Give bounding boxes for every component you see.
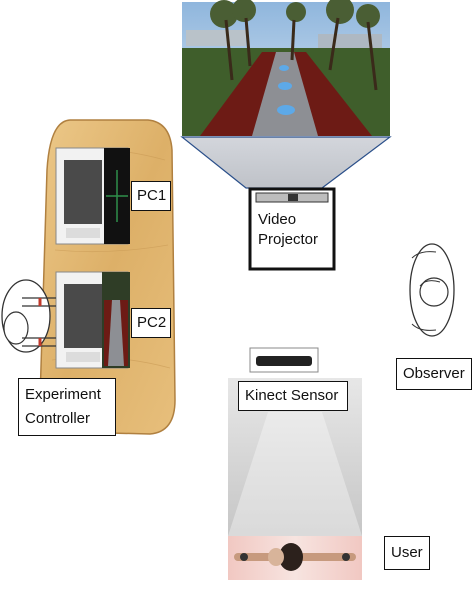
experiment-controller-label-line1: Experiment: [25, 386, 101, 403]
observer-person: [409, 243, 455, 337]
pc2-label: PC2: [131, 308, 171, 338]
laptop-pc2: [55, 271, 130, 369]
projector-lens: [288, 194, 298, 201]
kinect-device: [256, 356, 312, 366]
observer-label: Observer: [396, 358, 472, 390]
video-projector-label-line2: Projector: [258, 231, 319, 248]
video-projector-label-line1: Video: [258, 211, 297, 228]
experiment-controller-person: [1, 279, 56, 353]
video-projector-label: Video Projector: [255, 207, 329, 263]
experiment-controller-label: Experiment Controller: [18, 378, 116, 436]
pc1-label: PC1: [131, 181, 171, 211]
laptop-pc1: [55, 147, 130, 245]
user-label: User: [384, 536, 430, 570]
experiment-controller-label-line2: Controller: [25, 410, 91, 427]
projection-screen: [182, 0, 390, 136]
user-person: [234, 543, 356, 571]
kinect-sensor-label: Kinect Sensor: [238, 381, 348, 411]
projection-beam: [180, 136, 392, 189]
kinect-cone: [228, 412, 362, 536]
